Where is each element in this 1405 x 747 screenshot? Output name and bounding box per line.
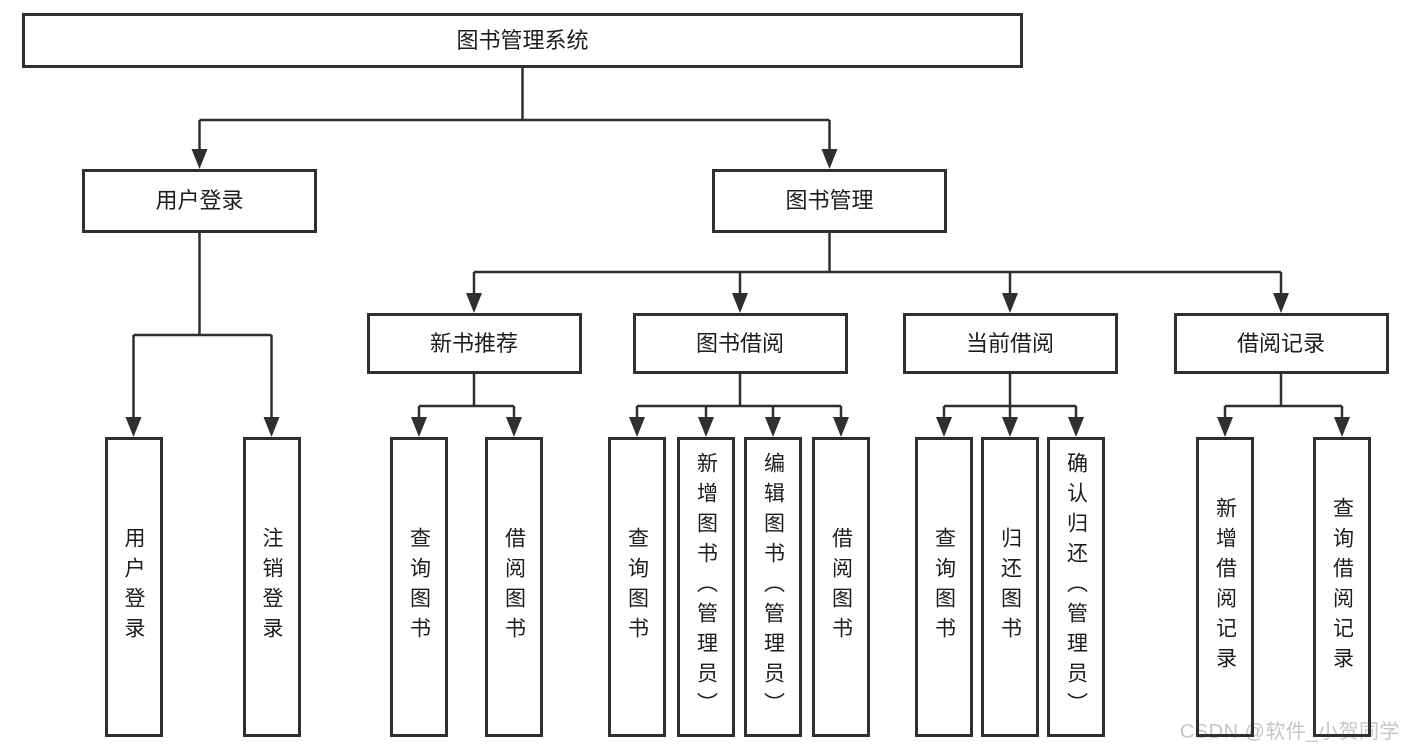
node-label: 新增借阅记录 [1213,497,1237,677]
connector-borrow-to-leaves [635,374,843,425]
node-label: 图书管理 [785,188,874,213]
watermark: CSDN @软件_小贺同学 [1179,721,1400,743]
leaf-borrow-book-recommend: 借阅图书 [485,437,543,737]
arrow-icon [629,417,645,437]
node-book-borrow: 图书借阅 [632,313,848,374]
arrow-icon [821,149,838,169]
node-borrow-records: 借阅记录 [1173,313,1389,374]
arrow-icon [765,417,781,437]
node-new-book-recommend: 新书推荐 [366,313,582,374]
arrow-icon [1068,417,1084,437]
node-label: 查询图书 [625,527,649,647]
leaf-add-book-admin: 新增图书（管理员） [677,437,735,737]
node-label: 用户登录 [155,188,244,213]
leaf-return-book: 归还图书 [981,437,1039,737]
arrow-icon [411,417,427,437]
node-label: 图书借阅 [695,330,784,356]
node-label: 借阅记录 [1236,330,1325,356]
arrow-icon [506,417,522,437]
leaf-query-borrow-record: 查询借阅记录 [1313,437,1371,737]
leaf-query-book-current: 查询图书 [915,437,973,737]
leaf-user-login: 用户登录 [104,437,163,737]
node-label: 编辑图书（管理员） [761,452,785,722]
leaf-confirm-return-admin: 确认归还（管理员） [1047,437,1105,737]
arrow-icon [466,293,482,313]
node-label: 注销登录 [260,527,283,647]
leaf-borrow-book: 借阅图书 [812,437,870,737]
leaf-query-book-recommend: 查询图书 [390,437,448,737]
node-current-borrow: 当前借阅 [902,313,1118,374]
arrow-icon [263,417,280,437]
node-library-system: 图书管理系统 [22,13,1023,68]
node-label: 图书管理系统 [456,27,589,53]
node-label: 归还图书 [998,527,1022,647]
node-label: 用户登录 [122,527,145,647]
arrow-icon [936,417,952,437]
node-label: 借阅图书 [502,527,526,647]
arrow-icon [732,293,748,313]
node-book-management-branch: 图书管理 [712,169,947,233]
node-label: 新书推荐 [429,330,518,356]
leaf-query-book-borrow: 查询图书 [608,437,666,737]
leaf-logout: 注销登录 [242,437,301,737]
connector-records-to-leaves [1223,374,1344,425]
leaf-add-borrow-record: 新增借阅记录 [1196,437,1254,737]
arrow-icon [698,417,714,437]
arrow-icon [1002,417,1018,437]
node-label: 当前借阅 [965,330,1054,356]
connector-user-login-to-leaves [132,233,273,425]
node-user-login-branch: 用户登录 [82,169,317,233]
arrow-icon [1334,417,1350,437]
connector-root-to-level2 [198,68,831,157]
arrow-icon [1002,293,1018,313]
connector-recommend-to-leaves [417,374,516,425]
node-label: 确认归还（管理员） [1064,452,1088,722]
node-label: 查询图书 [407,527,431,647]
node-label: 借阅图书 [829,527,853,647]
arrow-icon [833,417,849,437]
arrowheads [125,149,1350,437]
arrow-icon [191,149,208,169]
node-label: 查询借阅记录 [1330,497,1354,677]
connector-book-mgmt-to-level3 [472,233,1283,301]
arrow-icon [1273,293,1289,313]
node-label: 查询图书 [932,527,956,647]
arrow-icon [125,417,142,437]
leaf-edit-book-admin: 编辑图书（管理员） [744,437,802,737]
node-label: 新增图书（管理员） [694,452,718,722]
arrow-icon [1217,417,1233,437]
